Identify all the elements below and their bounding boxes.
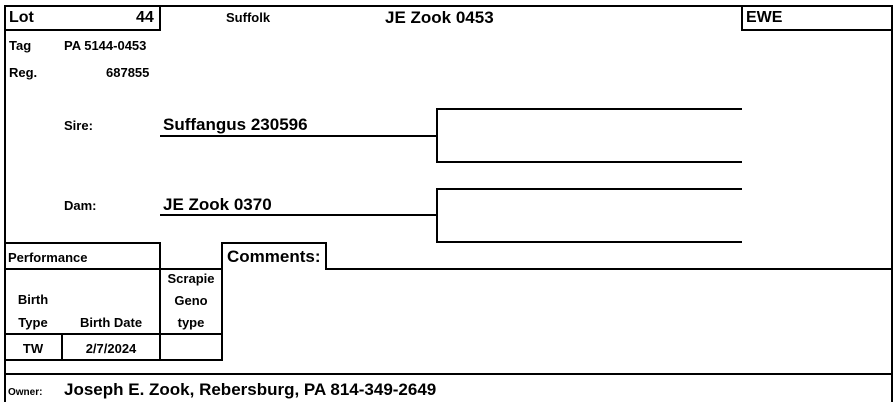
comments-box-left	[221, 242, 223, 361]
comments-label: Comments:	[227, 247, 321, 266]
sex-box-left	[741, 5, 743, 31]
breed: Suffolk	[226, 10, 271, 25]
dam-value: JE Zook 0370	[163, 195, 272, 214]
animal-name: JE Zook 0453	[385, 8, 494, 27]
sire-label: Sire:	[64, 118, 93, 133]
col-scrapie-line2: Geno	[174, 293, 208, 308]
owner-label: Owner:	[8, 387, 43, 398]
sire-value: Suffangus 230596	[163, 115, 308, 134]
frame-right	[891, 5, 893, 402]
reg-label: Reg.	[9, 65, 38, 80]
dam-bracket-bottom	[436, 241, 742, 243]
owner-top	[4, 373, 893, 375]
dam-bracket-vertical	[436, 188, 438, 243]
comments-underline	[325, 268, 893, 270]
col-scrapie-line3: type	[177, 315, 205, 330]
performance-header-bottom	[4, 268, 223, 270]
col-birth-type-line1: Birth	[17, 292, 49, 307]
table-header-bottom	[4, 333, 223, 335]
sire-underline	[160, 135, 438, 137]
dam-label: Dam:	[64, 198, 97, 213]
header-bottom-left	[4, 29, 161, 31]
frame-top	[4, 5, 893, 7]
lot-value: 44	[136, 9, 154, 26]
cell-birth-type: TW	[22, 341, 44, 356]
sire-bracket-bottom	[436, 161, 742, 163]
comments-box-top	[221, 242, 327, 244]
performance-title: Performance	[8, 250, 88, 265]
owner-value: Joseph E. Zook, Rebersburg, PA 814-349-2…	[64, 380, 437, 399]
sire-bracket-vertical	[436, 108, 438, 163]
tag-label: Tag	[9, 38, 32, 53]
performance-top	[4, 242, 161, 244]
sire-bracket-top	[436, 108, 742, 110]
lot-box-right	[159, 5, 161, 31]
comments-box-right	[325, 242, 327, 270]
col-birth-date: Birth Date	[79, 315, 143, 330]
performance-right	[159, 242, 161, 270]
lot-label: Lot	[9, 9, 34, 26]
dam-bracket-top	[436, 188, 742, 190]
col-birth-type-line2: Type	[18, 315, 48, 330]
reg-value: 687855	[106, 65, 150, 80]
col-scrapie-line1: Scrapie	[167, 271, 215, 286]
sex: EWE	[746, 9, 783, 26]
frame-left	[4, 5, 6, 402]
cell-birth-date: 2/7/2024	[85, 341, 137, 356]
table-col-divider-1	[61, 334, 63, 361]
tag-value: PA 5144-0453	[64, 38, 147, 53]
header-bottom-right	[741, 29, 893, 31]
table-bottom	[4, 359, 223, 361]
table-col-divider-2	[159, 268, 161, 361]
dam-underline	[160, 214, 438, 216]
